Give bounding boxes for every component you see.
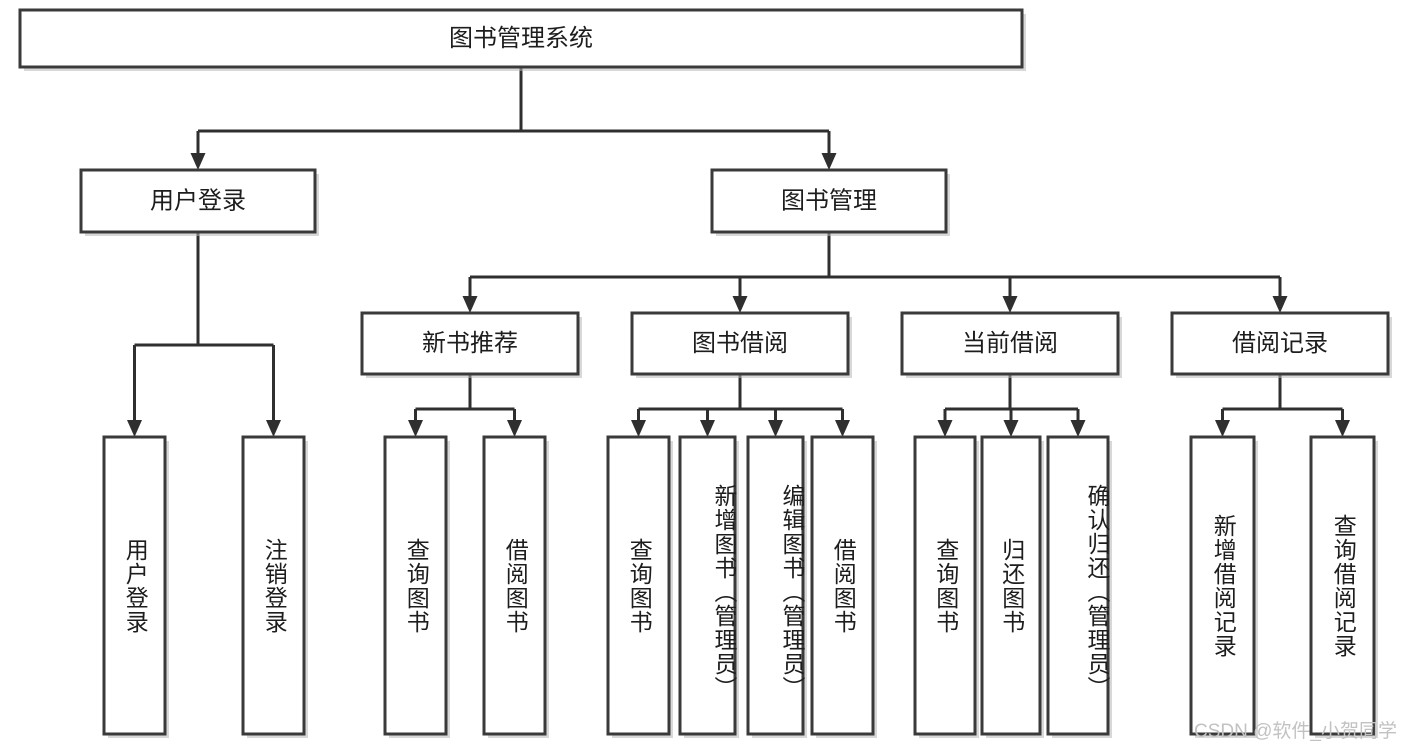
node-leaf-borrow-book[interactable] bbox=[810, 435, 877, 738]
node-leaf-return-book[interactable] bbox=[980, 435, 1044, 738]
node-leaf-user-logout[interactable] bbox=[241, 435, 308, 738]
node-user-login[interactable]: 用户登录 bbox=[79, 168, 319, 236]
node-label-root: 图书管理系统 bbox=[449, 25, 593, 52]
node-leaf-query-book-borrow[interactable] bbox=[606, 435, 673, 738]
node-leaf-query-book-current[interactable] bbox=[913, 435, 979, 738]
node-new-book-rec[interactable]: 新书推荐 bbox=[360, 311, 582, 378]
connector-group-book-borrow bbox=[631, 374, 850, 437]
node-borrow-record[interactable]: 借阅记录 bbox=[1170, 311, 1392, 378]
node-leaf-confirm-return[interactable] bbox=[1046, 435, 1112, 738]
connector-group-borrow-record bbox=[1215, 374, 1350, 437]
node-leaf-user-login[interactable] bbox=[102, 435, 169, 738]
connector-group-root bbox=[190, 67, 837, 170]
node-leaf-borrow-book-rec[interactable] bbox=[482, 435, 549, 738]
node-label-book-borrow: 图书借阅 bbox=[692, 330, 788, 357]
node-book-borrow[interactable]: 图书借阅 bbox=[630, 311, 852, 378]
connector-layer bbox=[127, 67, 1350, 437]
node-label-book-manage: 图书管理 bbox=[781, 187, 877, 214]
node-root[interactable]: 图书管理系统 bbox=[18, 8, 1026, 71]
node-label-user-login: 用户登录 bbox=[150, 187, 246, 214]
node-leaf-edit-book[interactable] bbox=[746, 435, 807, 738]
node-current-borrow[interactable]: 当前借阅 bbox=[900, 311, 1122, 378]
connector-group-new-book-rec bbox=[408, 374, 522, 437]
node-label-new-book-rec: 新书推荐 bbox=[422, 330, 518, 357]
connector-group-current-borrow bbox=[937, 374, 1086, 437]
connector-group-book-manage bbox=[462, 232, 1288, 313]
node-leaf-query-book-rec[interactable] bbox=[383, 435, 450, 738]
connector-group-user-login bbox=[127, 232, 281, 437]
node-leaf-add-book[interactable] bbox=[678, 435, 739, 738]
node-label-current-borrow: 当前借阅 bbox=[962, 330, 1058, 357]
node-book-manage[interactable]: 图书管理 bbox=[710, 168, 950, 236]
node-leaf-query-record[interactable] bbox=[1309, 435, 1378, 738]
node-leaf-add-record[interactable] bbox=[1189, 435, 1258, 738]
node-label-borrow-record: 借阅记录 bbox=[1232, 330, 1328, 357]
watermark-text: CSDN @软件_小贺同学 bbox=[1194, 721, 1397, 742]
